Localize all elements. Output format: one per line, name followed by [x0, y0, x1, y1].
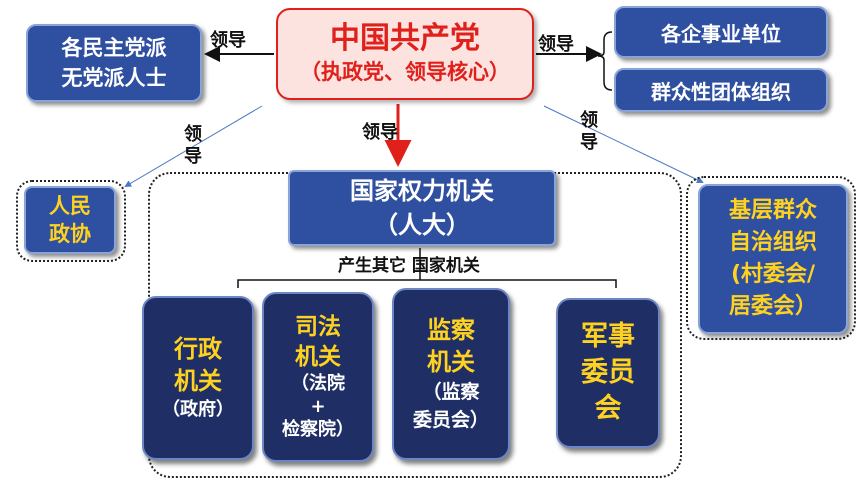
lead-char-1: 领	[580, 110, 598, 131]
cppcc-line2: 政协	[49, 222, 91, 246]
military-line1: 军事	[581, 321, 635, 352]
party-title: 中国共产党	[330, 21, 480, 56]
democratic-parties-box: 各民主党派 无党派人士	[26, 24, 202, 102]
party-box: 中国共产党 （执政党、领导核心）	[276, 8, 534, 100]
mass-orgs-label: 群众性团体组织	[651, 79, 791, 104]
npc-connector-bracket	[237, 279, 617, 288]
grassroots-line1: 基层群众	[728, 198, 817, 223]
supervision-line3: （监察	[422, 381, 480, 403]
judicial-line3: （法院	[291, 373, 345, 394]
cppcc-box: 人民 政协	[24, 186, 116, 254]
supervision-box: 监察 机关 （监察 委员会）	[392, 288, 510, 460]
grassroots-frame	[686, 176, 856, 340]
mass-orgs-box: 群众性团体组织	[614, 68, 828, 112]
supervision-line1: 监察	[427, 316, 475, 344]
lead-char-1: 领	[184, 124, 202, 145]
grassroots-line3: (村委会/	[730, 262, 816, 287]
lead-label-right: 领导	[538, 34, 574, 55]
grassroots-box: 基层群众 自治组织 (村委会/ 居委会）	[698, 184, 848, 334]
arrow-to-grassroots	[543, 105, 704, 183]
military-box: 军事 委员 会	[556, 298, 660, 448]
military-line3: 会	[594, 393, 622, 424]
judicial-box: 司法 机关 （法院 + 检察院）	[262, 292, 374, 462]
supervision-line2: 机关	[427, 348, 475, 376]
cppcc-line1: 人民	[49, 194, 91, 218]
npc-subtitle: （人大）	[374, 211, 470, 239]
judicial-line5: 检察院）	[282, 419, 354, 440]
democratic-parties-line2: 无党派人士	[61, 66, 167, 90]
lead-label-left: 领导	[210, 30, 246, 51]
arrow-to-cppcc	[124, 105, 263, 188]
democratic-parties-line1: 各民主党派	[61, 36, 167, 60]
admin-line3: （政府）	[162, 399, 234, 420]
military-line2: 委员	[581, 357, 635, 388]
npc-box: 国家权力机关 （人大）	[288, 170, 556, 246]
lead-char-2: 导	[184, 146, 202, 167]
admin-line2: 机关	[174, 367, 222, 395]
enterprises-box: 各企事业单位	[614, 6, 828, 58]
judicial-line2: 机关	[295, 344, 341, 370]
right-bracket	[597, 31, 613, 91]
judicial-line1: 司法	[295, 314, 341, 340]
produces-label: 产生其它 国家机关	[338, 256, 480, 276]
party-subtitle: （执政党、领导核心）	[300, 60, 510, 84]
lead-label-cppcc: 领 导	[182, 124, 204, 168]
judicial-line4: +	[310, 396, 326, 417]
admin-line1: 行政	[174, 335, 222, 363]
admin-box: 行政 机关 （政府）	[142, 296, 254, 460]
grassroots-line2: 自治组织	[728, 230, 817, 255]
npc-title: 国家权力机关	[350, 177, 494, 205]
lead-char-2: 导	[580, 132, 598, 153]
cppcc-frame	[16, 180, 126, 262]
enterprises-label: 各企事业单位	[661, 21, 781, 46]
lead-label-center: 领导	[362, 122, 398, 143]
supervision-line4: 委员会）	[412, 409, 489, 431]
grassroots-line4: 居委会）	[728, 294, 817, 319]
lead-label-grassroots: 领 导	[578, 110, 600, 154]
